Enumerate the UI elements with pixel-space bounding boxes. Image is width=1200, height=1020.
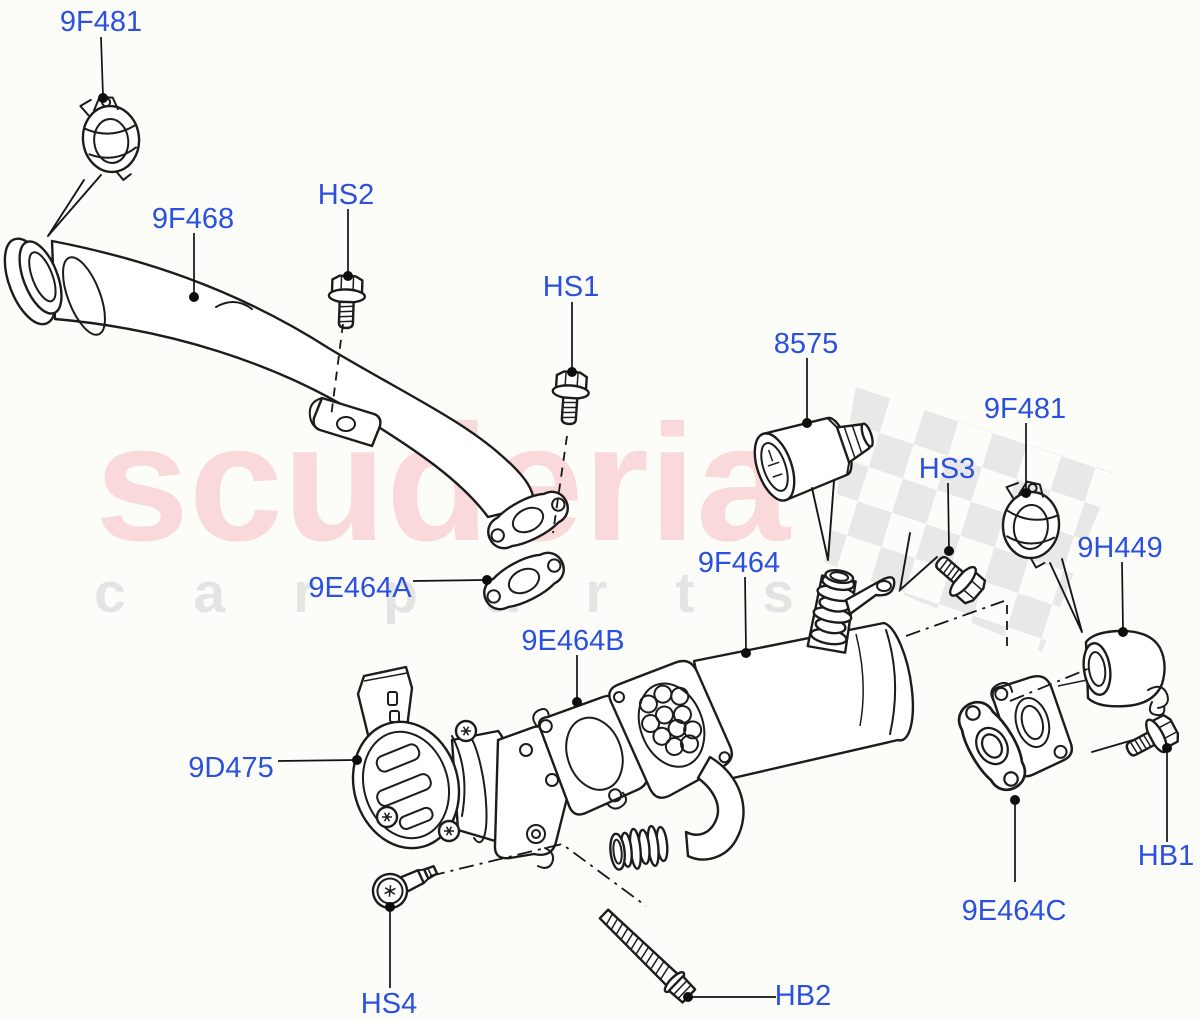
- part-label-HS3[interactable]: HS3: [919, 453, 975, 485]
- checkered-flag-watermark: [824, 387, 1114, 652]
- part-label-9F464[interactable]: 9F464: [698, 547, 780, 579]
- part-labels: 9F481 9F468 HS2 HS1 8575 9F481 HS3 9H449…: [60, 6, 1194, 1020]
- assembly-lines: [47, 174, 1134, 907]
- watermark: scuderia carparts: [94, 387, 1114, 652]
- cooler-flange: [608, 659, 733, 799]
- cooler-bracket: [844, 576, 896, 616]
- cooler-inlet-neck: [806, 568, 857, 654]
- leader-lines: [98, 36, 1172, 1002]
- part-label-9H449[interactable]: 9H449: [1077, 532, 1162, 564]
- part-label-9F481-top-left[interactable]: 9F481: [60, 6, 142, 38]
- spring-clip: [1147, 685, 1169, 717]
- part-label-8575[interactable]: 8575: [774, 328, 839, 360]
- torx-screw: [454, 719, 478, 743]
- part-egr-cooler: [608, 568, 915, 871]
- cooler-outlet-pipe: [684, 755, 745, 861]
- cooler-tube-bundle: [638, 684, 703, 757]
- part-outlet-coupling: [990, 629, 1169, 778]
- part-label-HS2[interactable]: HS2: [318, 179, 374, 211]
- part-label-9E464B[interactable]: 9E464B: [521, 625, 624, 657]
- part-bolt-HB2: [598, 908, 697, 1004]
- cooler-outlet-corrugation: [609, 824, 669, 871]
- part-label-HS1[interactable]: HS1: [543, 271, 599, 303]
- part-vacuum-solenoid: [753, 416, 874, 502]
- part-label-9E464C[interactable]: 9E464C: [962, 895, 1067, 927]
- part-label-9D475[interactable]: 9D475: [188, 752, 273, 784]
- part-label-9E464A[interactable]: 9E464A: [308, 572, 412, 604]
- part-water-pipe: [3, 237, 577, 559]
- part-label-HB2[interactable]: HB2: [775, 980, 831, 1012]
- pipe-bracket: [312, 396, 382, 448]
- part-label-9F468[interactable]: 9F468: [152, 203, 234, 235]
- torx-screw: [437, 819, 461, 843]
- part-gasket-9E464C: [957, 700, 1027, 792]
- torx-screw: [375, 805, 399, 829]
- part-label-HB1[interactable]: HB1: [1138, 840, 1194, 872]
- part-screw-HS4: [371, 865, 439, 910]
- part-label-HS4[interactable]: HS4: [361, 988, 417, 1020]
- part-label-9F481-right[interactable]: 9F481: [984, 393, 1066, 425]
